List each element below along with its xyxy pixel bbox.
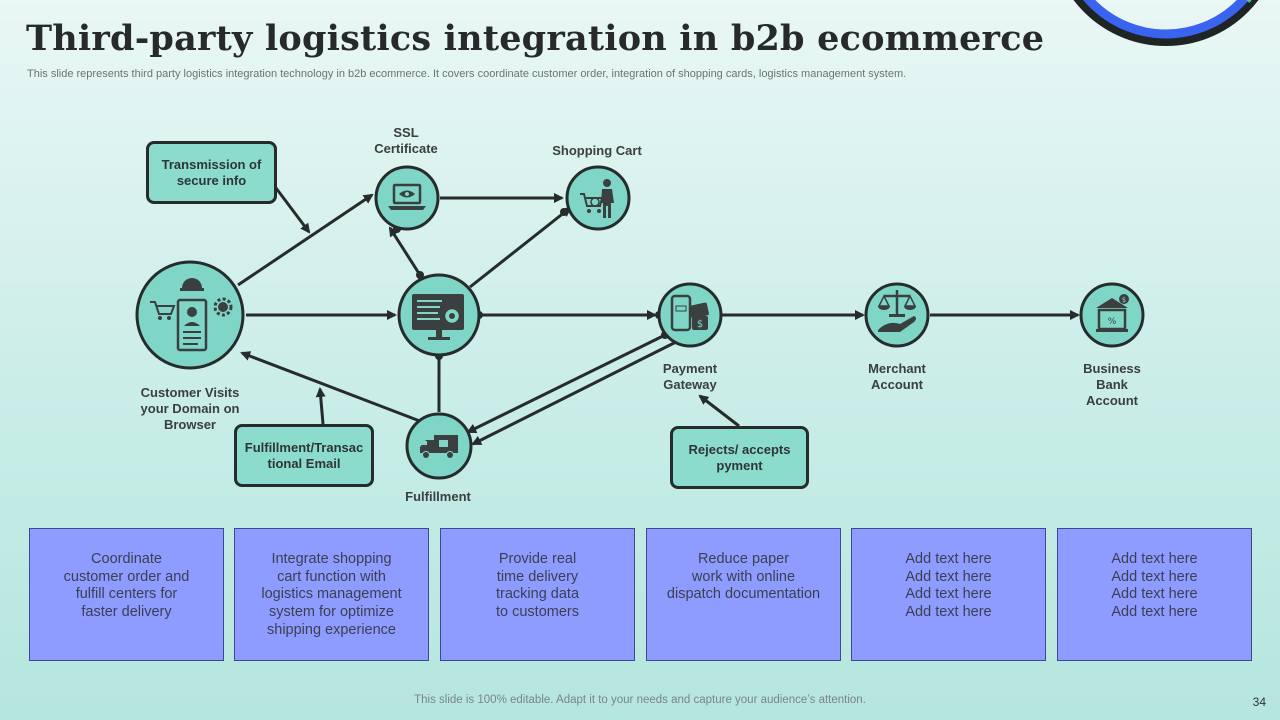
page-subtitle: This slide represents third party logist… <box>27 68 907 80</box>
node-ssl <box>374 165 440 231</box>
mobile-payment-icon: $ <box>670 294 709 332</box>
info-card-5: Add text here Add text here Add text her… <box>851 528 1046 661</box>
label-customer: Customer Visits your Domain on Browser <box>140 385 240 432</box>
connector-payment-fulfillment-1 <box>466 333 666 434</box>
callout-fulfillment-email: Fulfillment/Transac tional Email <box>234 424 374 487</box>
callout-arrow-rejects <box>698 394 740 428</box>
footer-note: This slide is 100% editable. Adapt it to… <box>414 694 866 706</box>
callout-transmission-secure-info: Transmission of secure info <box>146 141 277 204</box>
delivery-truck-icon <box>420 435 458 459</box>
node-bank <box>1079 282 1145 348</box>
label-fulfillment: Fulfillment <box>405 489 471 504</box>
page-number: 34 <box>1252 695 1266 709</box>
label-payment-gateway: Payment Gateway <box>662 361 718 392</box>
laptop-eye-icon <box>388 183 426 210</box>
callout-rejects-accepts-payment: Rejects/ accepts pyment <box>670 426 809 489</box>
svg-text:$: $ <box>1122 296 1126 304</box>
info-card-2: Integrate shopping cart function with lo… <box>234 528 429 661</box>
monitor-analytics-icon <box>412 294 465 340</box>
svg-text:$: $ <box>697 319 703 330</box>
info-card-4: Reduce paper work with online dispatch d… <box>646 528 841 661</box>
callout-arrow-transmission <box>274 187 311 234</box>
page-title: Third-party logistics integration in b2b… <box>26 18 1045 59</box>
connector-system-ssl <box>388 226 422 276</box>
connector-fulfillment-customer <box>240 351 426 425</box>
corner-ring-decoration <box>1073 0 1259 46</box>
scale-hand-icon <box>877 290 917 332</box>
connector-payment-fulfillment-2 <box>471 340 677 446</box>
info-card-6: Add text here Add text here Add text her… <box>1057 528 1252 661</box>
label-merchant-account: Merchant Account <box>868 361 926 392</box>
callout-arrow-email <box>315 387 326 425</box>
info-card-3: Provide real time delivery tracking data… <box>440 528 635 661</box>
svg-text:%: % <box>1108 317 1117 327</box>
shopping-cart-person-icon <box>580 179 614 218</box>
label-business-bank-account: Business Bank Account <box>1083 361 1141 408</box>
customer-browser-icon <box>150 278 233 352</box>
connector-system-cart <box>469 206 572 289</box>
connector-customer-ssl <box>237 193 374 287</box>
info-card-1: Coordinate customer order and fulfill ce… <box>29 528 224 661</box>
label-shopping-cart: Shopping Cart <box>552 143 642 158</box>
bank-icon: % $ <box>1096 294 1129 332</box>
label-ssl-certificate: SSL Certificate <box>374 125 438 156</box>
